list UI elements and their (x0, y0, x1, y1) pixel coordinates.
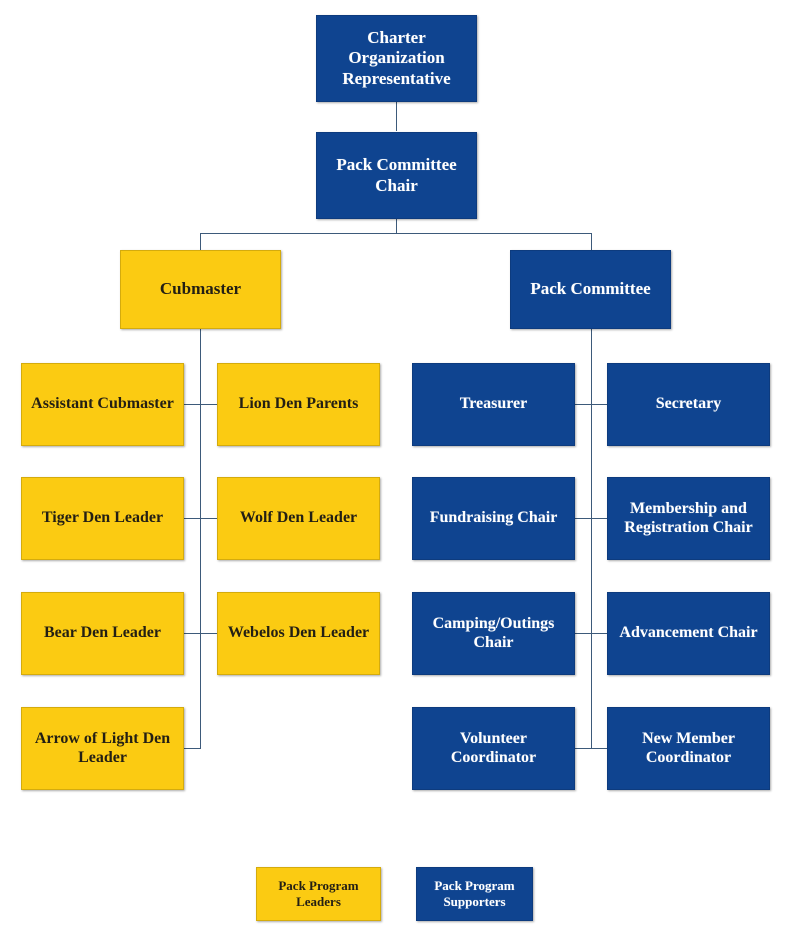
node-pack-committee[interactable]: Pack Committee (510, 250, 671, 329)
node-wolf-den-leader[interactable]: Wolf Den Leader (217, 477, 380, 560)
connector-bus-to-cubmaster (200, 233, 201, 250)
connector-rung-webelos-den-leader (200, 633, 217, 634)
node-assistant-cubmaster[interactable]: Assistant Cubmaster (21, 363, 184, 446)
connector-bus-to-pack-committee (591, 233, 592, 250)
connector-rung-assistant-cubmaster (184, 404, 200, 405)
node-new-member-coordinator[interactable]: New Member Coordinator (607, 707, 770, 790)
node-label: New Member Coordinator (642, 729, 735, 766)
node-label: Arrow of Light Den Leader (34, 729, 171, 766)
connector-rung-tiger-den-leader (184, 518, 200, 519)
node-membership-and-registration-chair[interactable]: Membership and Registration Chair (607, 477, 770, 560)
connector-chair-bus (200, 233, 591, 234)
node-label: Secretary (655, 395, 722, 413)
node-lion-den-parents[interactable]: Lion Den Parents (217, 363, 380, 446)
node-bear-den-leader[interactable]: Bear Den Leader (21, 592, 184, 675)
connector-rung-secretary (591, 404, 608, 405)
node-label: Fundraising Chair (429, 509, 558, 527)
connector-rung-advancement-chair (591, 633, 608, 634)
node-pack-committee-chair[interactable]: Pack Committee Chair (316, 132, 477, 219)
node-fundraising-chair[interactable]: Fundraising Chair (412, 477, 575, 560)
connector-rung-treasurer (575, 404, 591, 405)
node-label: Bear Den Leader (43, 624, 161, 642)
node-label: Treasurer (459, 395, 528, 413)
connector-rung-fundraising-chair (575, 518, 591, 519)
node-label: Webelos Den Leader (227, 624, 370, 642)
node-treasurer[interactable]: Treasurer (412, 363, 575, 446)
node-label: Pack Committee (530, 279, 651, 299)
node-webelos-den-leader[interactable]: Webelos Den Leader (217, 592, 380, 675)
node-advancement-chair[interactable]: Advancement Chair (607, 592, 770, 675)
legend-label: Pack Program Leaders (278, 877, 359, 909)
node-label: Camping/Outings Chair (432, 614, 555, 651)
node-cubmaster[interactable]: Cubmaster (120, 250, 281, 329)
connector-rung-bear-den-leader (184, 633, 200, 634)
legend-pack-program-leaders: Pack Program Leaders (256, 867, 381, 921)
connector-rung-new-member-coordinator (591, 748, 608, 749)
connector-charter-to-chair (396, 101, 397, 131)
node-volunteer-coordinator[interactable]: Volunteer Coordinator (412, 707, 575, 790)
node-camping-outings-chair[interactable]: Camping/Outings Chair (412, 592, 575, 675)
connector-rung-arrow-of-light-den-leader (184, 748, 201, 749)
node-secretary[interactable]: Secretary (607, 363, 770, 446)
legend-pack-program-supporters: Pack Program Supporters (416, 867, 533, 921)
legend-label: Pack Program Supporters (434, 877, 515, 909)
node-tiger-den-leader[interactable]: Tiger Den Leader (21, 477, 184, 560)
connector-pack-committee-spine (591, 329, 592, 749)
node-label: Tiger Den Leader (41, 509, 164, 527)
node-label: Volunteer Coordinator (450, 729, 537, 766)
connector-rung-lion-den-parents (200, 404, 217, 405)
node-label: Cubmaster (159, 279, 242, 299)
node-label: Lion Den Parents (238, 395, 359, 413)
connector-cubmaster-spine (200, 329, 201, 749)
connector-rung-membership-registration-chair (591, 518, 608, 519)
connector-rung-wolf-den-leader (200, 518, 217, 519)
node-arrow-of-light-den-leader[interactable]: Arrow of Light Den Leader (21, 707, 184, 790)
node-label: Wolf Den Leader (239, 509, 358, 527)
connector-chair-stem (396, 218, 397, 234)
node-charter-organization-representative[interactable]: Charter Organization Representative (316, 15, 477, 102)
node-label: Charter Organization Representative (342, 28, 451, 88)
node-label: Advancement Chair (619, 624, 758, 642)
connector-rung-volunteer-coordinator (575, 748, 591, 749)
node-label: Assistant Cubmaster (31, 395, 174, 413)
node-label: Membership and Registration Chair (624, 499, 753, 536)
node-label: Pack Committee Chair (336, 155, 457, 195)
connector-rung-camping-outings-chair (575, 633, 591, 634)
